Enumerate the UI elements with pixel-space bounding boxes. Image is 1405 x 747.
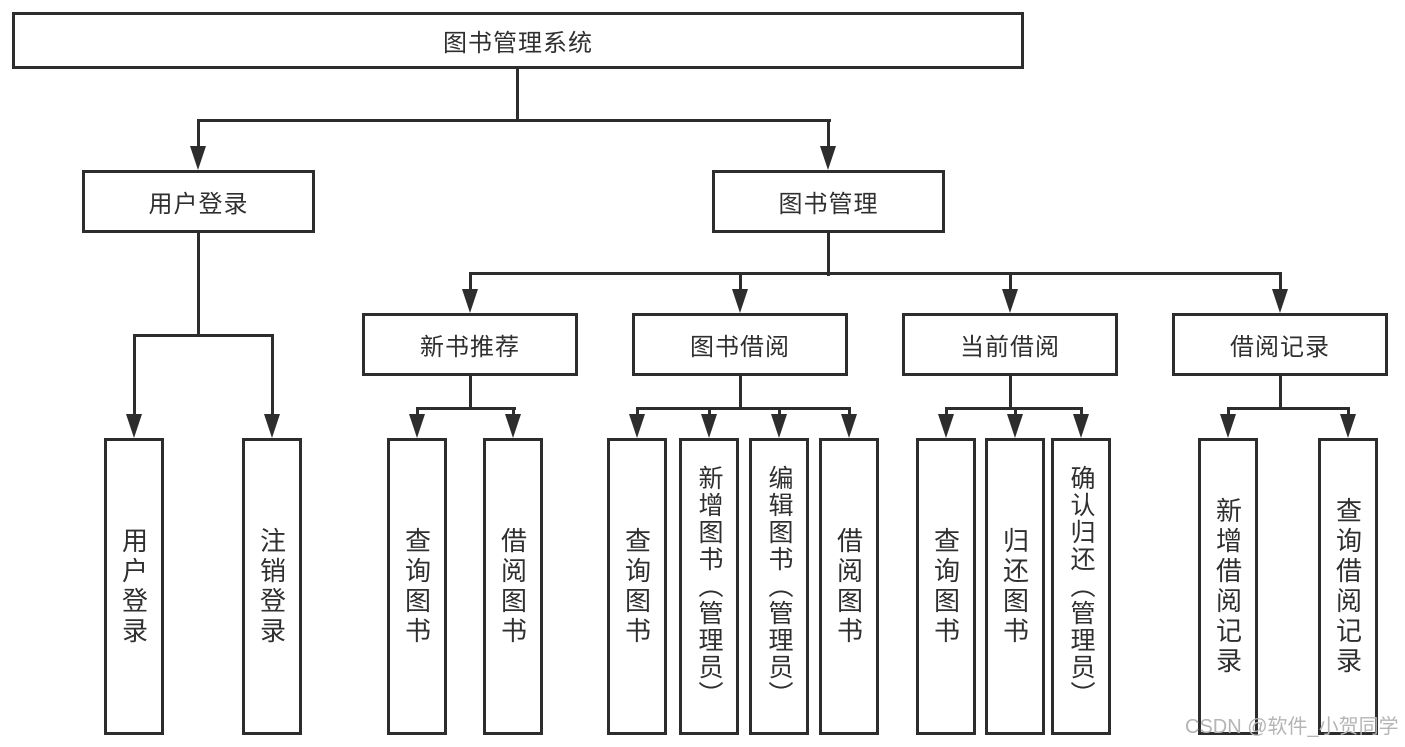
connector-line [739, 272, 742, 292]
connector-line [469, 375, 472, 409]
connector-line [469, 272, 1282, 275]
leaf-cb-confirm-return-admin: 确认归还（管理员） [1051, 438, 1111, 735]
node-new-book-rec: 新书推荐 [362, 313, 578, 376]
node-book-mgmt: 图书管理 [712, 170, 945, 233]
connector-line [1080, 407, 1083, 417]
leaf-rec-query-book-label: 查询图书 [401, 526, 432, 647]
node-root: 图书管理系统 [12, 12, 1024, 69]
leaf-logout-label: 注销登录 [256, 526, 287, 647]
connector-line [1014, 407, 1017, 417]
connector-line [416, 407, 419, 417]
connector-line [945, 407, 948, 417]
node-book-borrow-label: 图书借阅 [690, 334, 790, 361]
leaf-bb-edit-book-admin: 编辑图书（管理员） [749, 438, 809, 735]
arrowhead-icon [1073, 414, 1089, 438]
arrowhead-icon [1002, 289, 1018, 313]
node-user-login-label: 用户登录 [148, 191, 249, 218]
connector-line [133, 334, 136, 416]
leaf-user-login: 用户登录 [104, 438, 164, 735]
connector-line [827, 232, 830, 276]
leaf-bb-add-book-admin-label: 新增图书（管理员） [695, 465, 723, 708]
arrowhead-icon [938, 414, 954, 438]
connector-line [416, 407, 516, 410]
connector-line [636, 407, 639, 417]
leaf-cb-return-book-label: 归还图书 [999, 526, 1030, 647]
arrowhead-icon [505, 414, 521, 438]
connector-line [133, 334, 274, 337]
arrowhead-icon [1340, 414, 1356, 438]
connector-line [827, 119, 830, 149]
leaf-cb-query-book: 查询图书 [916, 438, 976, 735]
arrowhead-icon [1007, 414, 1023, 438]
connector-line [1347, 407, 1350, 417]
connector-line [739, 375, 742, 409]
leaf-br-add-record-label: 新增借阅记录 [1212, 496, 1243, 677]
connector-line [848, 407, 851, 417]
node-current-borrow: 当前借阅 [902, 313, 1118, 376]
connector-line [512, 407, 515, 417]
connector-line [1009, 272, 1012, 292]
connector-line [636, 407, 850, 410]
connector-line [197, 232, 200, 336]
leaf-cb-confirm-return-admin-label: 确认归还（管理员） [1067, 465, 1095, 708]
leaf-rec-borrow-book-label: 借阅图书 [497, 526, 528, 647]
arrowhead-icon [629, 414, 645, 438]
leaf-bb-query-book-label: 查询图书 [621, 526, 652, 647]
arrowhead-icon [264, 414, 280, 438]
arrowhead-icon [126, 414, 142, 438]
leaf-logout: 注销登录 [242, 438, 302, 735]
connector-line [708, 407, 711, 417]
leaf-cb-return-book: 归还图书 [985, 438, 1045, 735]
connector-line [778, 407, 781, 417]
arrowhead-icon [732, 289, 748, 313]
arrowhead-icon [1220, 414, 1236, 438]
arrowhead-icon [190, 146, 206, 170]
leaf-cb-query-book-label: 查询图书 [930, 526, 961, 647]
arrowhead-icon [701, 414, 717, 438]
node-book-borrow: 图书借阅 [632, 313, 848, 376]
node-book-mgmt-label: 图书管理 [778, 191, 879, 218]
connector-line [197, 119, 200, 149]
connector-line [1279, 272, 1282, 292]
leaf-bb-query-book: 查询图书 [607, 438, 667, 735]
node-root-label: 图书管理系统 [443, 30, 593, 57]
arrowhead-icon [820, 146, 836, 170]
leaf-rec-borrow-book: 借阅图书 [483, 438, 543, 735]
connector-line [1227, 407, 1230, 417]
connector-line [1227, 407, 1350, 410]
leaf-bb-borrow-book-label: 借阅图书 [833, 526, 864, 647]
connector-line [1279, 375, 1282, 409]
connector-line [197, 119, 831, 122]
leaf-br-query-record: 查询借阅记录 [1318, 438, 1378, 735]
leaf-rec-query-book: 查询图书 [387, 438, 447, 735]
node-borrow-records: 借阅记录 [1172, 313, 1388, 376]
leaf-br-add-record: 新增借阅记录 [1198, 438, 1258, 735]
connector-line [469, 272, 472, 292]
node-borrow-records-label: 借阅记录 [1230, 334, 1330, 361]
arrowhead-icon [841, 414, 857, 438]
node-new-book-rec-label: 新书推荐 [420, 334, 520, 361]
connector-line [516, 67, 519, 120]
leaf-bb-add-book-admin: 新增图书（管理员） [679, 438, 739, 735]
arrowhead-icon [409, 414, 425, 438]
arrowhead-icon [462, 289, 478, 313]
leaf-user-login-label: 用户登录 [118, 526, 149, 647]
connector-line [271, 334, 274, 416]
arrowhead-icon [771, 414, 787, 438]
leaf-br-query-record-label: 查询借阅记录 [1332, 496, 1363, 677]
watermark: CSDN @软件_小贺同学 [1185, 716, 1399, 738]
arrowhead-icon [1272, 289, 1288, 313]
node-current-borrow-label: 当前借阅 [960, 334, 1060, 361]
leaf-bb-borrow-book: 借阅图书 [819, 438, 879, 735]
leaf-bb-edit-book-admin-label: 编辑图书（管理员） [765, 465, 793, 708]
connector-line [1009, 375, 1012, 409]
node-user-login: 用户登录 [82, 170, 315, 233]
